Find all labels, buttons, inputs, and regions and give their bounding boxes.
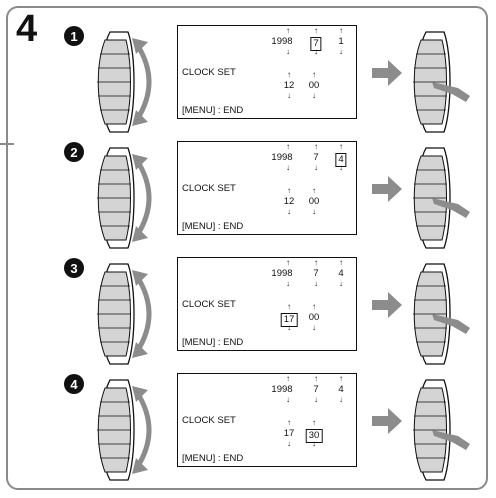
hour-up-arrow-icon: ↑ [287,186,291,195]
control-dial-rotate-icon [97,31,152,133]
hour-value: 17 [283,428,295,439]
lcd-screen: CLOCK SET 1998 7 4 12 00 [MENU] : END ↑ … [177,141,357,235]
clock-set-label: CLOCK SET [182,183,236,194]
minute-value: 00 [308,80,320,91]
month-up-arrow-icon: ↑ [314,374,318,383]
day-down-arrow-icon: ↓ [339,163,343,172]
month-value: 7 [313,152,319,163]
year-down-arrow-icon: ↓ [286,47,290,56]
minute-up-arrow-icon: ↑ [312,418,316,427]
lcd-screen: CLOCK SET 1998 7 4 17 00 [MENU] : END ↑ … [177,257,357,351]
right-arrow-icon [372,292,402,318]
hour-up-arrow-icon: ↑ [287,70,291,79]
month-value: 7 [310,37,322,51]
frame-edge-mark [0,143,14,145]
day-up-arrow-icon: ↑ [339,26,343,35]
sub-step-number: 4 [70,376,78,392]
year-down-arrow-icon: ↓ [286,279,290,288]
day-value: 4 [335,153,347,167]
control-dial-rotate-icon [97,147,152,249]
menu-end-hint: [MENU] : END [182,336,244,348]
minute-value: 30 [305,429,323,443]
hour-down-arrow-icon: ↓ [287,91,291,100]
hour-up-arrow-icon: ↑ [287,302,291,311]
sub-step-badge: 1 [64,26,84,46]
sub-step-badge: 4 [64,374,84,394]
year-value: 1998 [271,384,293,395]
hour-up-arrow-icon: ↑ [287,418,291,427]
control-dial-rotate-icon [97,379,152,481]
month-down-arrow-icon: ↓ [314,163,318,172]
month-down-arrow-icon: ↓ [314,395,318,404]
control-dial-press-icon [413,31,470,133]
sub-step-badge: 3 [64,258,84,278]
day-up-arrow-icon: ↑ [339,258,343,267]
minute-up-arrow-icon: ↑ [312,70,316,79]
hour-value: 12 [283,196,295,207]
month-value: 7 [313,384,319,395]
minute-down-arrow-icon: ↓ [312,439,316,448]
hour-value: 12 [283,80,295,91]
day-down-arrow-icon: ↓ [339,395,343,404]
month-value: 7 [313,268,319,279]
year-down-arrow-icon: ↓ [286,395,290,404]
month-up-arrow-icon: ↑ [314,142,318,151]
menu-end-hint: [MENU] : END [182,452,244,464]
step-panel: 4 CLOCK SET 1998 7 4 17 30 [MENU] : END … [0,372,496,484]
step-panel: 3 CLOCK SET 1998 7 4 17 00 [MENU] : END … [0,256,496,368]
step-number: 4 [16,8,38,50]
day-down-arrow-icon: ↓ [339,279,343,288]
control-dial-press-icon [413,147,470,249]
control-dial-press-icon [413,379,470,481]
minute-up-arrow-icon: ↑ [312,186,316,195]
sub-step-number: 3 [70,260,78,276]
lcd-screen: CLOCK SET 1998 7 1 12 00 [MENU] : END ↑ … [177,25,357,119]
instruction-frame [6,6,488,490]
control-dial-rotate-icon [97,263,152,365]
hour-down-arrow-icon: ↓ [287,323,291,332]
month-up-arrow-icon: ↑ [314,258,318,267]
year-up-arrow-icon: ↑ [286,142,290,151]
day-up-arrow-icon: ↑ [339,142,343,151]
clock-set-label: CLOCK SET [182,415,236,426]
clock-set-label: CLOCK SET [182,67,236,78]
year-down-arrow-icon: ↓ [286,163,290,172]
hour-down-arrow-icon: ↓ [287,207,291,216]
minute-down-arrow-icon: ↓ [312,91,316,100]
sub-step-badge: 2 [64,142,84,162]
sub-step-number: 2 [70,144,78,160]
year-value: 1998 [271,36,293,47]
minute-down-arrow-icon: ↓ [312,207,316,216]
sub-step-number: 1 [70,28,78,44]
month-down-arrow-icon: ↓ [314,279,318,288]
menu-end-hint: [MENU] : END [182,104,244,116]
step-panel: 2 CLOCK SET 1998 7 4 12 00 [MENU] : END … [0,140,496,252]
year-value: 1998 [271,268,293,279]
hour-value: 17 [280,313,298,327]
lcd-screen: CLOCK SET 1998 7 4 17 30 [MENU] : END ↑ … [177,373,357,467]
year-value: 1998 [271,152,293,163]
minute-value: 00 [308,196,320,207]
clock-set-label: CLOCK SET [182,299,236,310]
hour-down-arrow-icon: ↓ [287,439,291,448]
year-up-arrow-icon: ↑ [286,26,290,35]
minute-down-arrow-icon: ↓ [312,323,316,332]
right-arrow-icon [372,408,402,434]
right-arrow-icon [372,176,402,202]
day-value: 4 [338,384,344,395]
day-down-arrow-icon: ↓ [339,47,343,56]
control-dial-press-icon [413,263,470,365]
day-up-arrow-icon: ↑ [339,374,343,383]
right-arrow-icon [372,60,402,86]
year-up-arrow-icon: ↑ [286,374,290,383]
minute-value: 00 [308,312,320,323]
month-up-arrow-icon: ↑ [314,26,318,35]
minute-up-arrow-icon: ↑ [312,302,316,311]
day-value: 1 [338,36,344,47]
month-down-arrow-icon: ↓ [314,47,318,56]
step-panel: 1 CLOCK SET 1998 7 1 12 00 [MENU] : END … [0,24,496,136]
day-value: 4 [338,268,344,279]
menu-end-hint: [MENU] : END [182,220,244,232]
year-up-arrow-icon: ↑ [286,258,290,267]
